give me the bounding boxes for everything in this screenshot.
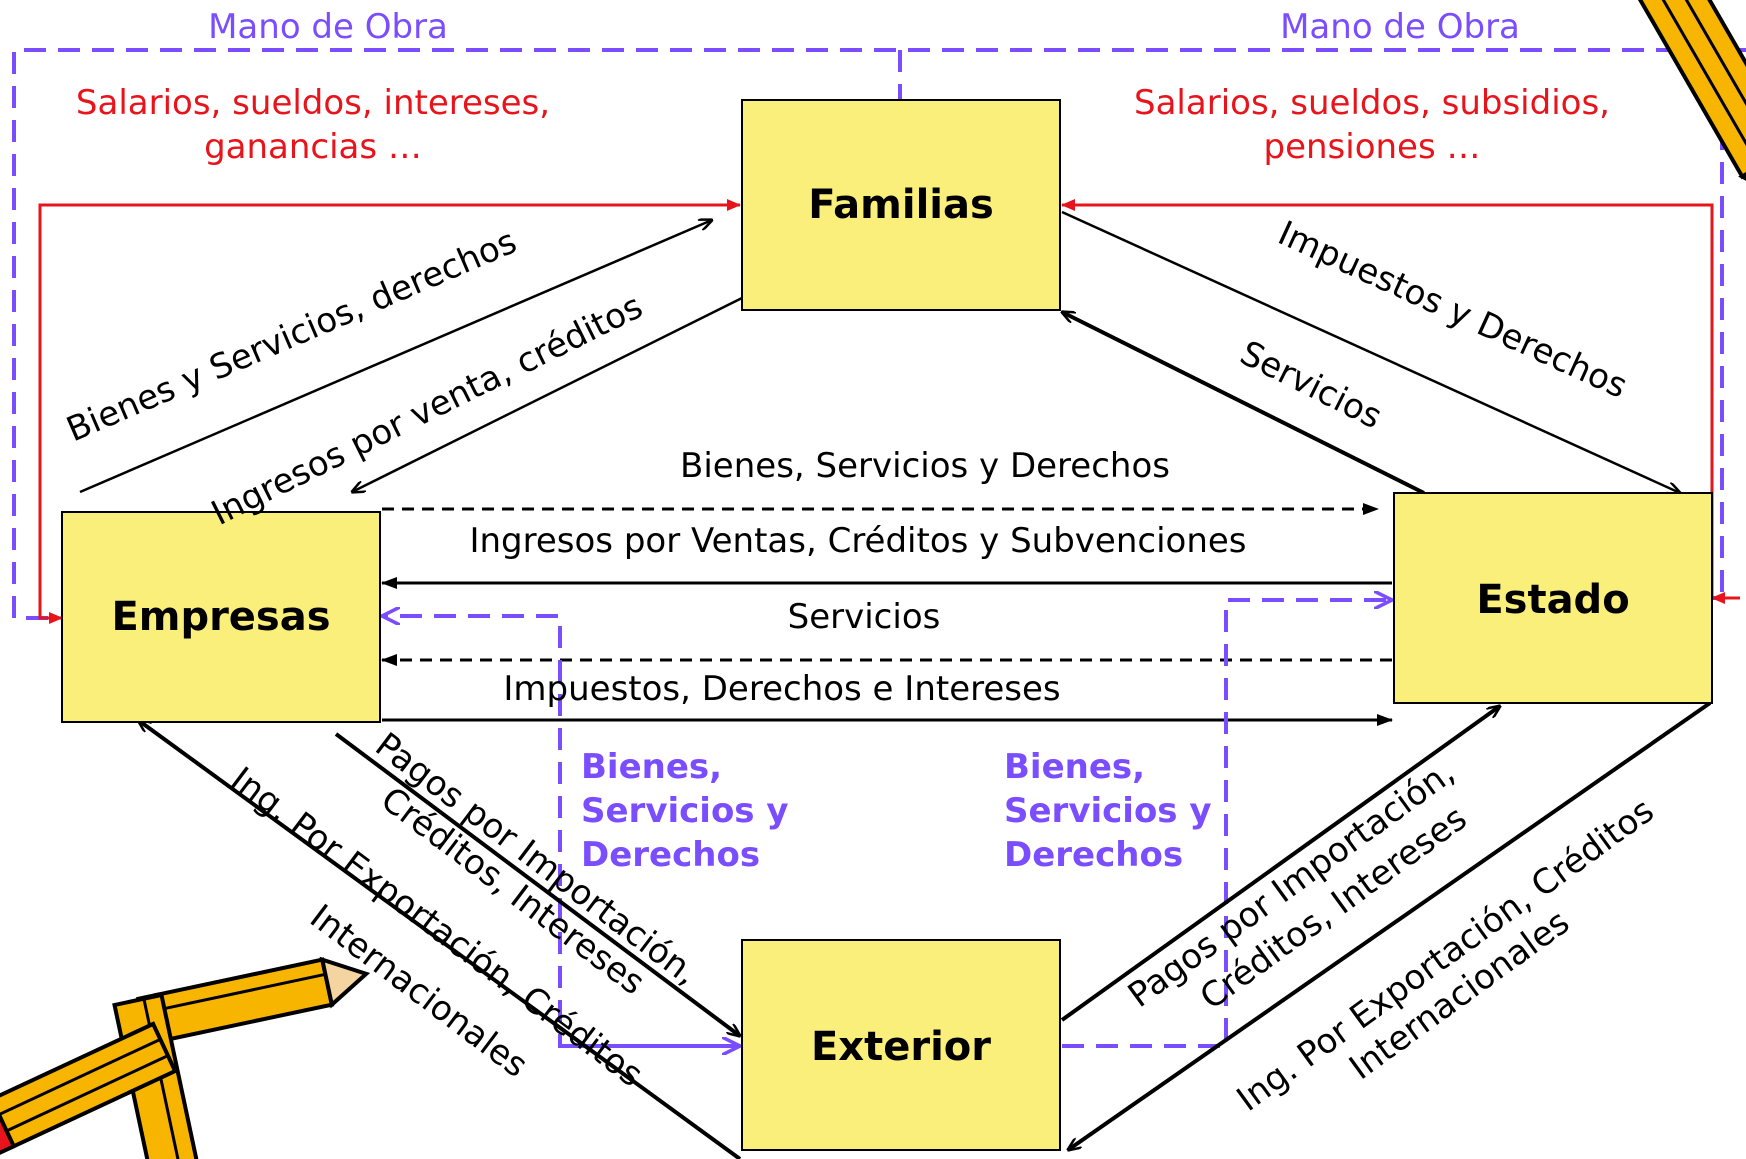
arrow-empresas-to-exterior	[334, 732, 740, 1036]
label-mano-obra-left: Mano de Obra	[208, 7, 448, 47]
purple-flow-exterior-to-estado	[1062, 600, 1392, 1048]
arrow-estado-to-familias	[1062, 312, 1425, 495]
label-ingresos-ventas-creditos-subvenciones: Ingresos por Ventas, Créditos y Subvenci…	[469, 521, 1246, 561]
label-bienes-right-line3: Derechos	[1004, 835, 1183, 875]
node-empresas: Empresas	[61, 511, 381, 723]
labour-line-left	[12, 48, 1746, 620]
label-mano-obra-right: Mano de Obra	[1280, 7, 1520, 47]
label-bienes-left-line1: Bienes,	[581, 747, 722, 787]
pencil-icon	[1624, 0, 1746, 209]
node-estado: Estado	[1393, 492, 1713, 704]
arrow-familias-to-estado	[1061, 210, 1680, 493]
label-bienes-right-line1: Bienes,	[1004, 747, 1145, 787]
node-exterior: Exterior	[741, 939, 1061, 1151]
arrow-familias-to-empresas	[352, 296, 743, 492]
pencils-icon	[0, 956, 371, 1159]
node-familias: Familias	[741, 99, 1061, 311]
label-salarios-right-line1: Salarios, sueldos, subsidios,	[1134, 83, 1610, 123]
node-familias-label: Familias	[808, 182, 994, 228]
label-salarios-left-line1: Salarios, sueldos, intereses,	[76, 83, 550, 123]
label-bienes-left-line3: Derechos	[581, 835, 760, 875]
arrow-empresas-to-familias	[79, 220, 712, 494]
label-impuestos-derechos-intereses: Impuestos, Derechos e Intereses	[503, 669, 1060, 709]
label-salarios-right-line2: pensiones …	[1264, 127, 1481, 167]
node-estado-label: Estado	[1476, 577, 1629, 623]
label-bienes-servicios-derechos: Bienes, Servicios y Derechos	[680, 446, 1170, 486]
node-exterior-label: Exterior	[811, 1024, 991, 1070]
node-empresas-label: Empresas	[111, 594, 330, 640]
wage-arrow-right	[1061, 199, 1714, 598]
label-bienes-left-line2: Servicios y	[581, 791, 789, 831]
arrow-exterior-to-estado	[1060, 706, 1500, 1022]
label-servicios-estado-empresas: Servicios	[788, 597, 941, 637]
label-salarios-left-line2: ganancias …	[204, 127, 422, 167]
arrow-exterior-to-empresas	[138, 720, 742, 1159]
arrow-estado-to-exterior	[1068, 701, 1712, 1150]
label-bienes-right-line2: Servicios y	[1004, 791, 1212, 831]
